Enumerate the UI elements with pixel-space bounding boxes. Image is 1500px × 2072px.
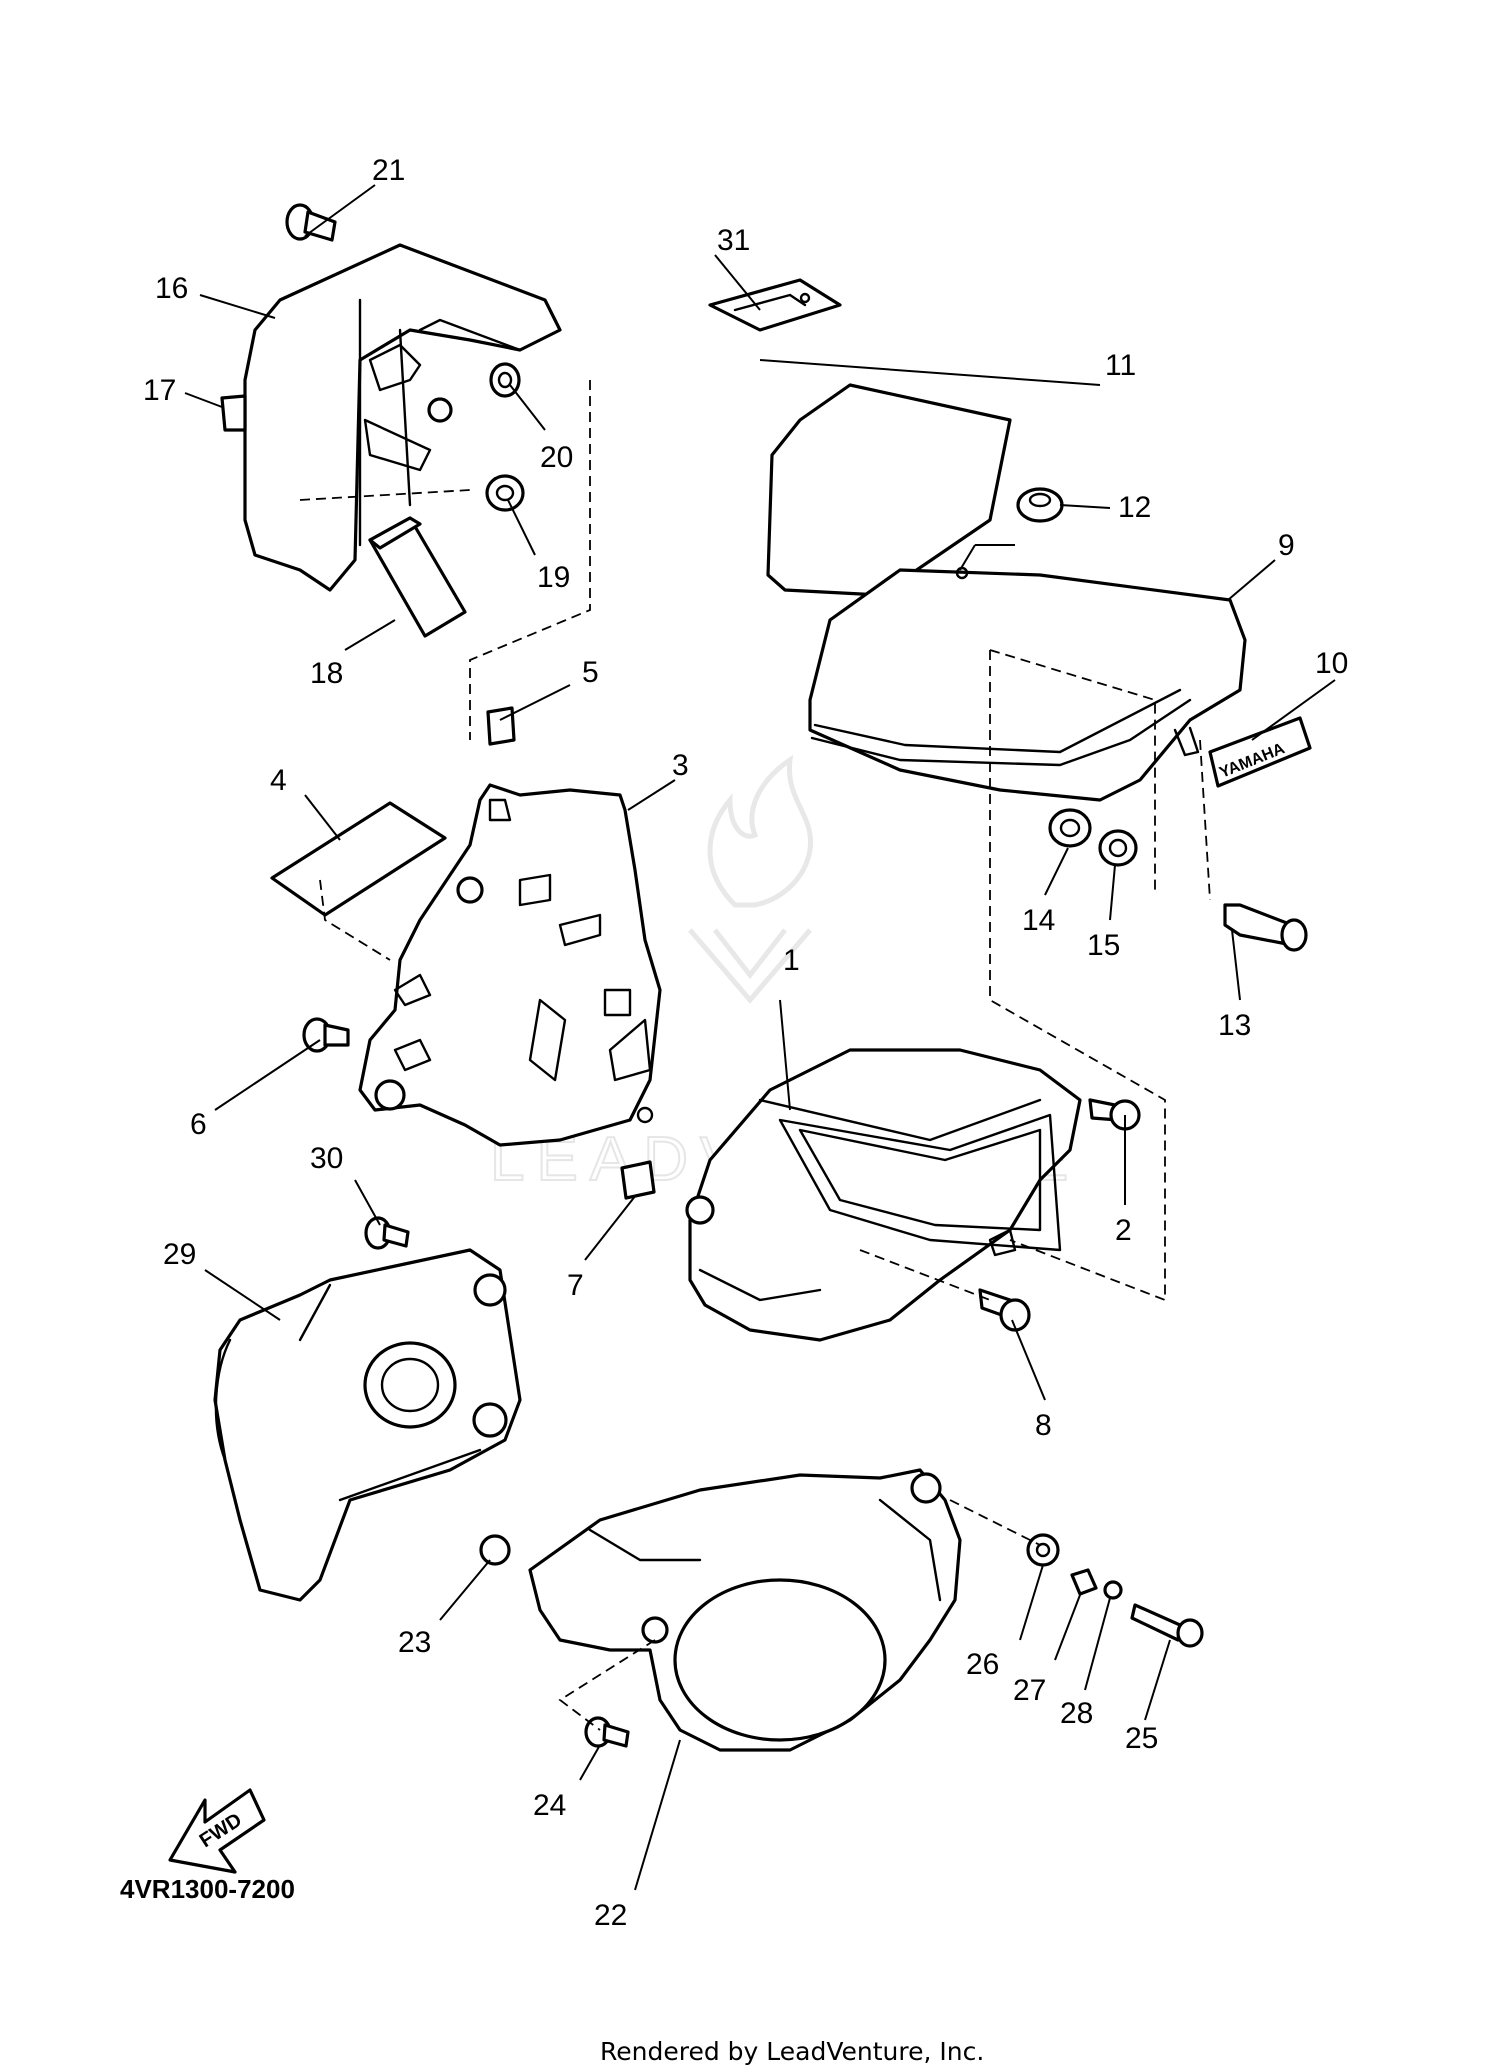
callout-19: 19 bbox=[537, 561, 570, 594]
part-18-foam-block bbox=[368, 516, 467, 638]
part-22-case-cover bbox=[528, 1468, 962, 1752]
callout-31: 31 bbox=[717, 224, 750, 257]
callout-20: 20 bbox=[540, 441, 573, 474]
callout-25: 25 bbox=[1125, 1722, 1158, 1755]
callout-23: 23 bbox=[398, 1626, 431, 1659]
callout-4: 4 bbox=[270, 764, 287, 797]
callout-11: 11 bbox=[1105, 349, 1136, 382]
callout-16: 16 bbox=[155, 272, 188, 305]
callout-1: 1 bbox=[783, 944, 800, 977]
part-31-plate bbox=[708, 278, 842, 332]
callout-7: 7 bbox=[567, 1269, 584, 1302]
part-21-screw bbox=[285, 203, 337, 242]
part-30-screw bbox=[364, 1216, 410, 1250]
callout-30: 30 bbox=[310, 1142, 343, 1175]
callout-18: 18 bbox=[310, 657, 343, 690]
part-1-air-box bbox=[685, 1048, 1082, 1342]
callout-5: 5 bbox=[582, 656, 599, 689]
callout-8: 8 bbox=[1035, 1409, 1052, 1442]
leader-lines bbox=[184, 184, 1336, 1891]
part-5-clip bbox=[486, 706, 516, 746]
callout-15: 15 bbox=[1087, 929, 1120, 962]
part-13-fastener bbox=[1223, 903, 1308, 952]
callout-29: 29 bbox=[163, 1238, 196, 1271]
callout-3: 3 bbox=[672, 749, 689, 782]
callout-2: 2 bbox=[1115, 1214, 1132, 1247]
callout-12: 12 bbox=[1118, 491, 1151, 524]
callout-labels: 1 2 3 4 5 6 7 8 9 10 11 12 13 14 15 16 1… bbox=[143, 154, 1348, 1932]
part-15-grommet bbox=[1098, 829, 1138, 867]
assembly-lines bbox=[299, 380, 1211, 1731]
part-9-lid bbox=[808, 566, 1247, 802]
callout-27: 27 bbox=[1013, 1674, 1046, 1707]
part-10-decal: YAMAHA bbox=[1208, 716, 1312, 788]
part-11-pad bbox=[766, 383, 1012, 597]
callout-10: 10 bbox=[1315, 647, 1348, 680]
part-29-sprocket-cover bbox=[213, 1248, 522, 1602]
footer-credit: Rendered by LeadVenture, Inc. bbox=[600, 2037, 984, 2066]
callout-22: 22 bbox=[594, 1899, 627, 1932]
part-27-collar bbox=[1070, 1568, 1098, 1596]
part-26-grommet bbox=[1026, 1533, 1060, 1567]
part-12-grommet bbox=[1016, 487, 1064, 523]
callout-6: 6 bbox=[190, 1108, 207, 1141]
callout-28: 28 bbox=[1060, 1697, 1093, 1730]
callout-17: 17 bbox=[143, 374, 176, 407]
part-17-tab bbox=[220, 394, 247, 432]
callout-24: 24 bbox=[533, 1789, 566, 1822]
fwd-arrow: FWD bbox=[168, 1788, 266, 1874]
part-19-grommet bbox=[485, 474, 525, 512]
part-23-dowel bbox=[479, 1534, 511, 1566]
callout-13: 13 bbox=[1218, 1009, 1251, 1042]
part-25-bolt bbox=[1130, 1603, 1204, 1648]
part-4-pad bbox=[270, 801, 447, 917]
callout-14: 14 bbox=[1022, 904, 1055, 937]
part-7-clip bbox=[620, 1160, 656, 1200]
callout-21: 21 bbox=[372, 154, 405, 187]
part-8-bolt bbox=[978, 1288, 1031, 1332]
part-16-side-cover bbox=[243, 243, 562, 592]
part-24-screw bbox=[584, 1716, 630, 1748]
part-3-bracket bbox=[358, 783, 662, 1147]
part-14-nut bbox=[1048, 808, 1092, 848]
callout-9: 9 bbox=[1278, 529, 1295, 562]
callout-26: 26 bbox=[966, 1648, 999, 1681]
part-6-bolt bbox=[302, 1017, 350, 1053]
diagram-code: 4VR1300-7200 bbox=[120, 1874, 295, 1904]
part-2-bolt bbox=[1088, 1098, 1141, 1131]
part-28-washer bbox=[1103, 1580, 1123, 1600]
